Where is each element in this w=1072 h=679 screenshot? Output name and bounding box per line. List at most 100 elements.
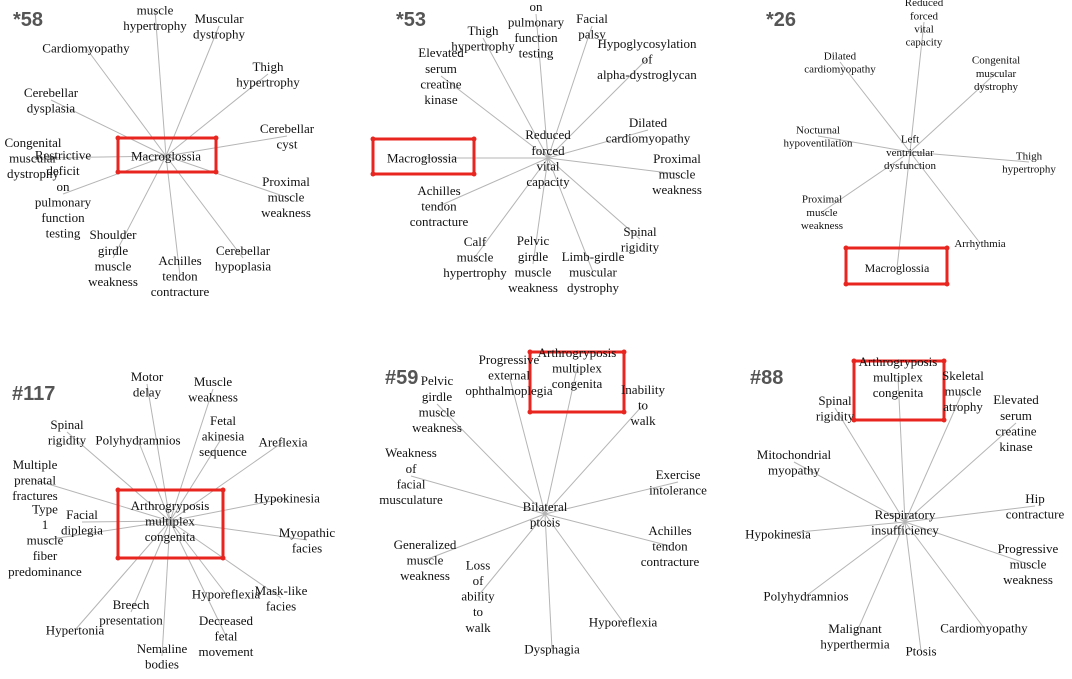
- node-label-hypertonia: Hypertonia: [46, 623, 105, 638]
- edge-group: [777, 376, 1036, 652]
- edge-congenital-muscular-dystrophy: [32, 155, 167, 159]
- node-label-macroglossia: Macroglossia: [387, 151, 457, 166]
- panel-id-label: #117: [12, 383, 55, 405]
- center-node-label: Macroglossia: [131, 149, 201, 164]
- node-label-arrhythmia: Arrhythmia: [954, 238, 1005, 250]
- node-label-cardiomyopathy: Cardiomyopathy: [940, 621, 1028, 636]
- highlight-box-corner-dot: [941, 358, 947, 364]
- edge-cerebellar-dysplasia: [50, 99, 167, 157]
- node-label-cardiomyopathy: Cardiomyopathy: [42, 41, 130, 56]
- node-label-polyhydramnios: Polyhydramnios: [95, 433, 180, 448]
- edge-achilles-tendon-contracture: [438, 157, 549, 207]
- highlight-box-corner-dot: [621, 349, 627, 355]
- edge-progressive-external-ophthalmoplegia: [508, 374, 546, 515]
- edge-spinal-rigidity: [834, 407, 906, 523]
- edge-cerebellar-cyst: [165, 135, 288, 157]
- highlight-box-corner-dot: [843, 245, 849, 251]
- highlight-box: [852, 359, 946, 422]
- edge-dilated-cardiomyopathy: [547, 129, 649, 159]
- edge-reduced-forced-vital-capacity: [909, 21, 925, 153]
- edge-group: [422, 13, 678, 273]
- edge-motor-delay: [146, 383, 171, 522]
- edge-hypokinesia: [169, 497, 288, 522]
- highlight-box-corner-dot: [944, 281, 950, 287]
- edge-thigh-hypertrophy: [165, 73, 269, 157]
- edge-polyhydramnios: [805, 521, 906, 597]
- edge-type-1-muscle-fiber-predominance: [44, 520, 171, 541]
- highlight-box-corner-dot: [851, 417, 857, 423]
- edge-hypoglycosylation-of-alpha-dystroglycan: [547, 58, 648, 159]
- highlight-box-corner-dot: [220, 487, 226, 493]
- edge-dilated-cardiomyopathy: [839, 61, 911, 153]
- edge-nemaline-bodies: [161, 520, 171, 657]
- edge-loss-of-ability-to-walk: [477, 513, 546, 597]
- graph-panel-53: *53Restrictivedeficitonpulmonaryfunction…: [370, 0, 702, 295]
- highlight-box-corner-dot: [527, 349, 533, 355]
- edge-thigh-hypertrophy: [482, 37, 549, 159]
- edge-proximal-muscle-weakness: [165, 155, 287, 198]
- edge-calf-muscle-hypertrophy: [474, 157, 549, 258]
- panel-id-label: *53: [396, 9, 426, 31]
- edge-achilles-tendon-contracture: [165, 155, 181, 277]
- edge-inability-to-walk: [544, 404, 644, 515]
- edge-pelvic-girdle-muscle-weakness: [532, 157, 549, 265]
- edge-myopathic-facies: [169, 520, 308, 541]
- edge-calf-muscle-hypertrophy: [154, 9, 167, 157]
- edge-decreased-fetal-movement: [169, 520, 227, 637]
- edge-multiple-prenatal-fractures: [34, 479, 171, 522]
- edge-group: [410, 367, 679, 650]
- edge-elevated-serum-creatine-kinase: [904, 422, 1017, 523]
- edge-mask-like-facies: [169, 520, 282, 599]
- highlight-box-corner-dot: [220, 555, 226, 561]
- highlight-box-corner-dot: [115, 169, 121, 175]
- edge-limb-girdle-muscular-dystrophy: [547, 157, 594, 273]
- edge-spinal-rigidity: [547, 157, 641, 240]
- edge-hypokinesia: [777, 521, 906, 535]
- highlight-box-corner-dot: [843, 281, 849, 287]
- highlight-box: [116, 136, 218, 174]
- edge-hypertonia: [74, 520, 171, 631]
- edge-muscle-weakness: [169, 388, 214, 522]
- edge-spinal-rigidity: [66, 431, 171, 522]
- highlight-box: [371, 137, 476, 176]
- edge-generalized-muscle-weakness: [424, 513, 546, 561]
- node-label-hyporeflexia: Hyporeflexia: [589, 615, 658, 630]
- edge-cardiomyopathy: [904, 521, 985, 629]
